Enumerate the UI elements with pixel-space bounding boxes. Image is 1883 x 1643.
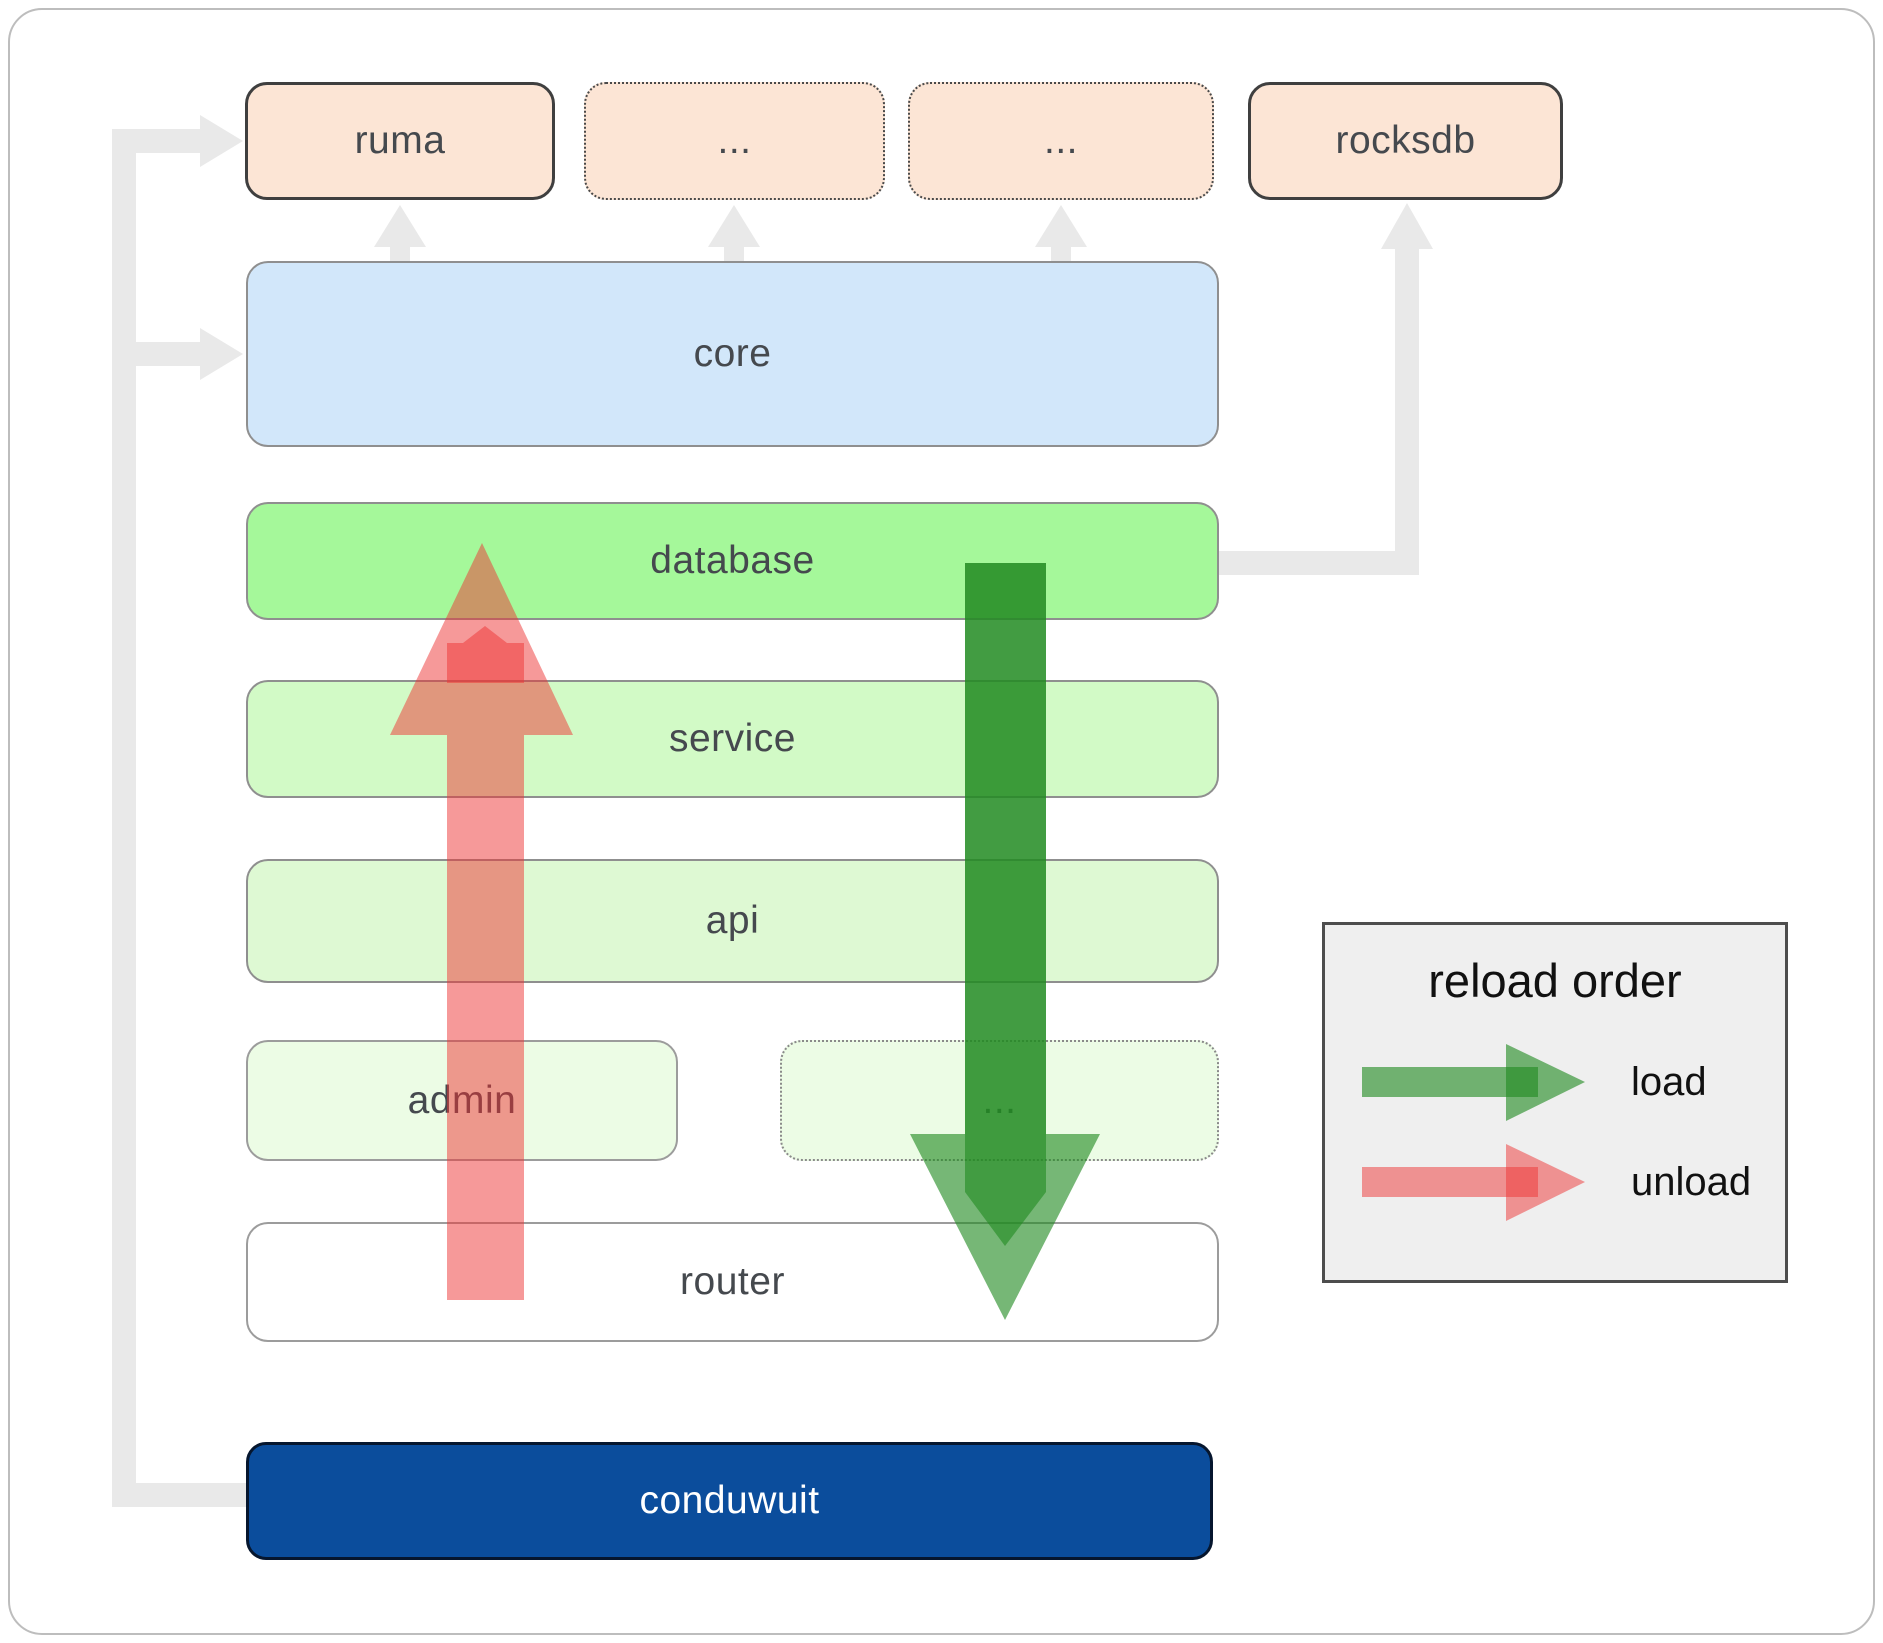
outer-frame: [8, 8, 1875, 1635]
box-service-label: service: [668, 717, 797, 760]
box-deps-more-1-label: ...: [717, 119, 752, 162]
box-modules-more: ...: [780, 1040, 1219, 1161]
box-database-label: database: [650, 539, 815, 582]
box-rocksdb: rocksdb: [1248, 82, 1563, 200]
box-database: database: [246, 502, 1219, 620]
box-service: service: [246, 680, 1219, 798]
box-conduwuit: conduwuit: [246, 1442, 1213, 1560]
legend-reload-order: reload order load unload: [1322, 922, 1788, 1283]
box-conduwuit-label: conduwuit: [639, 1479, 820, 1522]
box-api-label: api: [705, 899, 760, 942]
box-rocksdb-label: rocksdb: [1335, 119, 1476, 162]
box-deps-more-2-label: ...: [1043, 119, 1078, 162]
box-deps-more-2: ...: [908, 82, 1214, 200]
box-router: router: [246, 1222, 1219, 1342]
box-deps-more-1: ...: [584, 82, 885, 200]
box-ruma: ruma: [245, 82, 555, 200]
legend-unload-label: unload: [1631, 1160, 1752, 1204]
box-router-label: router: [680, 1260, 785, 1303]
box-ruma-label: ruma: [354, 119, 446, 162]
box-modules-more-label: ...: [982, 1078, 1017, 1122]
box-core: core: [246, 261, 1219, 447]
box-admin-label: admin: [407, 1078, 517, 1122]
box-core-label: core: [693, 332, 772, 375]
box-admin: admin: [246, 1040, 678, 1161]
legend-title: reload order: [1428, 954, 1682, 1007]
legend-load-label: load: [1631, 1060, 1707, 1104]
box-api: api: [246, 859, 1219, 983]
